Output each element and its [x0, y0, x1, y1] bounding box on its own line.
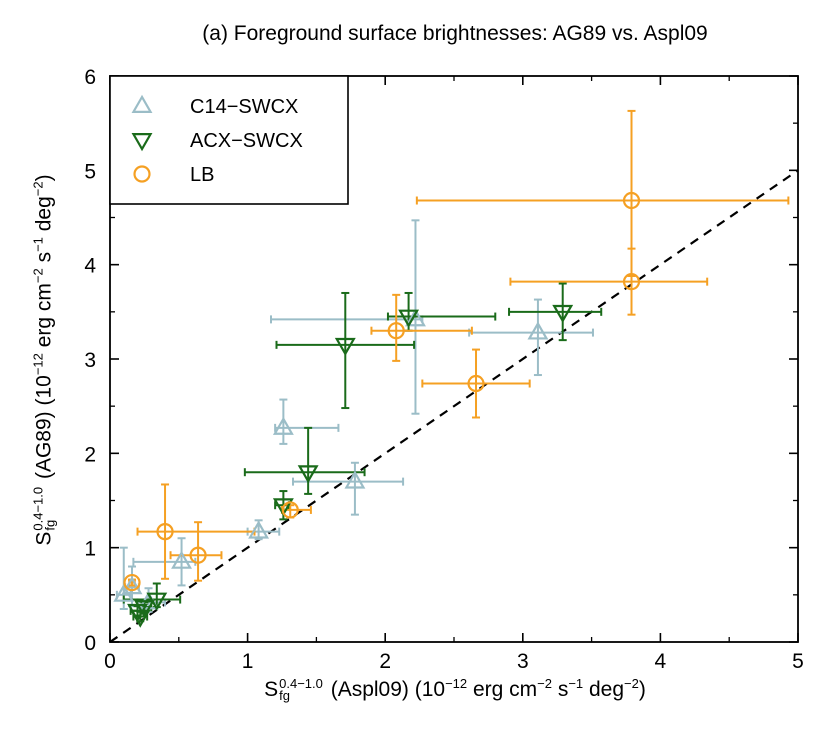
series-2-markers [123, 191, 641, 592]
y-tick-label: 5 [84, 160, 96, 183]
legend-box [109, 75, 349, 205]
data-point-circle [387, 322, 405, 340]
legend-label: ACX−SWCX [190, 130, 303, 152]
x-tick-label: 4 [655, 650, 667, 673]
y-tick-label: 4 [84, 255, 96, 278]
legend-label: LB [190, 164, 214, 186]
x-tick-label: 5 [792, 650, 804, 673]
data-point-triangle-down [272, 498, 294, 517]
chart-title: (a) Foreground surface brightnesses: AG8… [202, 22, 708, 45]
data-point-triangle-up [344, 470, 366, 489]
legend-label: C14−SWCX [190, 96, 298, 118]
data-point-triangle-down [133, 600, 155, 619]
data-point-circle [281, 501, 299, 519]
x-tick-label: 1 [242, 650, 254, 673]
data-point-triangle-up [248, 520, 270, 539]
legend-marker-triangle-up [131, 94, 153, 113]
data-point-circle [156, 523, 174, 541]
data-point-circle [467, 374, 485, 393]
data-point-triangle-up [405, 308, 426, 327]
data-point-triangle-up [171, 550, 193, 569]
data-point-triangle-down [334, 337, 356, 357]
y-tick-label: 1 [84, 538, 96, 561]
x-tick-label: 2 [379, 650, 391, 673]
reference-line-dashed [110, 169, 798, 642]
data-point-triangle-up [527, 321, 549, 340]
data-point-circle [189, 546, 207, 564]
data-point-circle [622, 191, 641, 210]
y-tick-label: 3 [84, 349, 96, 372]
legend-item-0: C14−SWCX [131, 94, 298, 118]
legend: C14−SWCX ACX−SWCX LB [109, 75, 349, 205]
x-tick-label: 0 [104, 650, 116, 673]
data-point-triangle-down [552, 304, 574, 324]
legend-marker-triangle-down [131, 133, 153, 152]
series-0-markers [113, 308, 549, 610]
series-2-errorbars [128, 109, 790, 587]
data-point-triangle-down [146, 592, 168, 611]
y-tick-label: 2 [84, 443, 96, 466]
legend-item-1: ACX−SWCX [131, 130, 303, 152]
legend-marker-circle [133, 165, 151, 183]
series-1-markers [127, 304, 574, 628]
data-point-triangle-down [297, 465, 319, 484]
y-tick-label: 0 [84, 632, 96, 655]
series-0-errorbars [115, 219, 594, 613]
data-point-triangle-up [272, 416, 294, 435]
legend-item-2: LB [133, 164, 214, 186]
series-1-errorbars [122, 282, 603, 623]
data-point-circle [123, 573, 141, 592]
data-point-circle [622, 273, 641, 291]
data-point-triangle-down [398, 309, 420, 328]
x-tick-label: 3 [517, 650, 529, 673]
data-point-triangle-up [121, 576, 143, 595]
y-tick-label: 6 [84, 66, 96, 89]
